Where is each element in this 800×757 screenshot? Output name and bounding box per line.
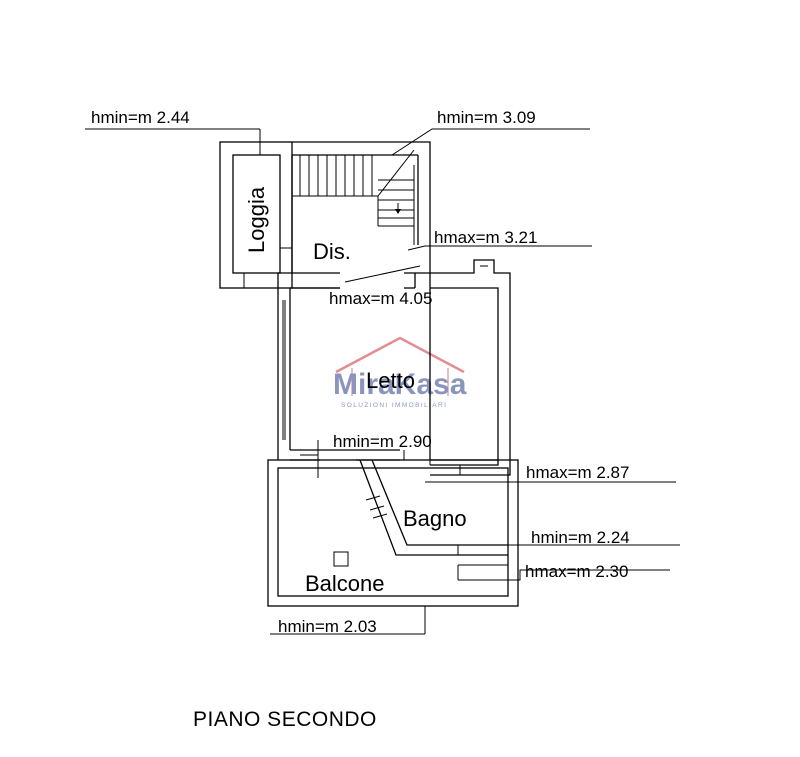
room-label-balcone: Balcone [305, 571, 385, 596]
floor-title: PIANO SECONDO [193, 708, 377, 731]
room-label-letto: Letto [366, 368, 415, 393]
height-label-balcone-hmin: hmin=m 2.03 [278, 617, 377, 636]
balcone-walls [267, 459, 519, 634]
watermark-logo: MiraKasa SOLUZIONI IMMOBILIARI [333, 336, 467, 409]
height-label-bagno-hmax-top: hmax=m 2.87 [526, 463, 629, 482]
height-label-stairs-hmin: hmin=m 3.09 [437, 108, 536, 127]
height-label-letto-hmin: hmin=m 2.90 [333, 432, 432, 451]
height-label-letto-hmax: hmax=m 4.05 [329, 289, 432, 308]
height-leaders [85, 128, 680, 635]
room-label-loggia: Loggia [244, 186, 269, 253]
staircase [292, 149, 415, 227]
height-label-bagno-hmax-bottom: hmax=m 2.30 [525, 562, 628, 581]
height-label-loggia-hmin: hmin=m 2.44 [91, 108, 190, 127]
letto-walls [277, 259, 511, 476]
room-label-dis: Dis. [313, 239, 351, 264]
height-label-bagno-hmin: hmin=m 2.24 [531, 528, 630, 547]
watermark-brand: MiraKasa [333, 368, 467, 401]
height-label-dis-hmax: hmax=m 3.21 [434, 228, 537, 247]
room-label-bagno: Bagno [403, 506, 467, 531]
stair-block-walls [280, 141, 431, 289]
watermark-tagline: SOLUZIONI IMMOBILIARI [341, 402, 447, 409]
balcone-drain [333, 551, 349, 567]
